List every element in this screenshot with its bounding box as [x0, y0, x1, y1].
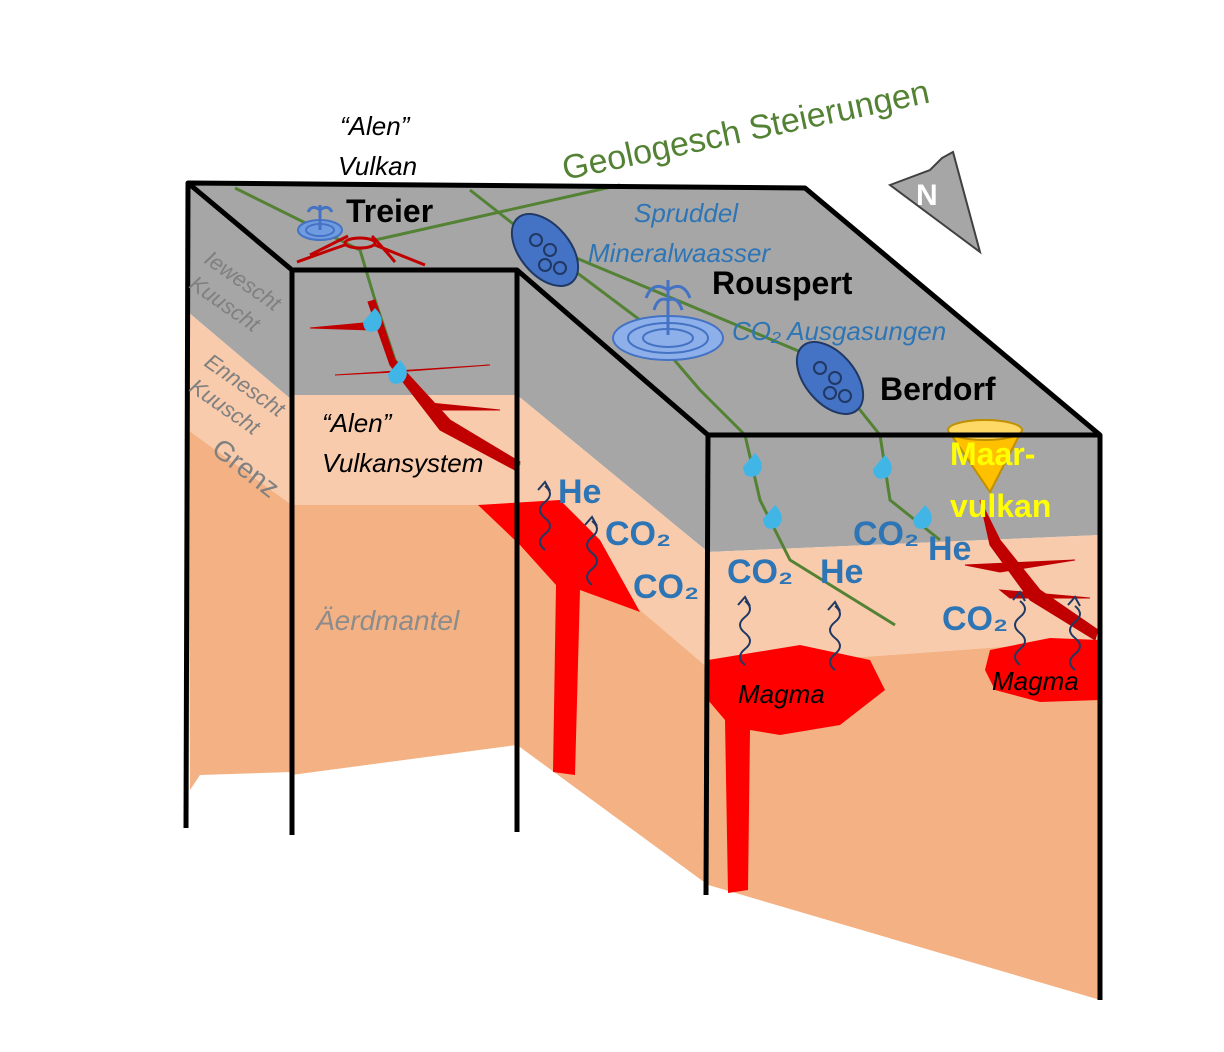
place-berdorf: Berdorf: [880, 371, 996, 407]
diagram-title: Geologesch Steierungen: [559, 73, 933, 188]
co2-ausgasungen: CO₂ Ausgasungen: [732, 316, 946, 346]
spring-icon-treier: [297, 205, 343, 241]
he-label: He: [558, 473, 601, 511]
place-treier: Treier: [346, 193, 433, 229]
co2-label: CO₂: [853, 515, 919, 553]
co2-label: CO₂: [633, 568, 699, 606]
north-arrow-icon: N: [887, 150, 982, 255]
maar-line1: Maar-: [950, 436, 1035, 472]
co2-label: CO₂: [942, 600, 1008, 638]
magma-label: Magma: [992, 666, 1079, 696]
alen-system-line1: “Alen”: [322, 408, 393, 438]
water-droplet-icons: [363, 308, 932, 529]
alen-system-line2: Vulkansystem: [322, 448, 483, 478]
gas-arrows: [537, 480, 1081, 671]
gas-labels: He CO₂ CO₂ CO₂ He CO₂ He CO₂: [558, 473, 1008, 638]
co2-label: CO₂: [605, 515, 671, 553]
place-rouspert: Rouspert: [712, 265, 853, 301]
alen-volcano-icon: [296, 234, 426, 267]
magma-label: Magma: [738, 679, 825, 709]
spring-icon-rouspert: [612, 280, 724, 361]
he-label: He: [820, 553, 863, 591]
co2-label: CO₂: [727, 553, 793, 591]
north-label: N: [916, 179, 938, 212]
he-label: He: [928, 530, 971, 568]
alen-vulkan-line1: “Alen”: [340, 111, 411, 141]
magma-bodies: [478, 500, 1100, 893]
spruddel-line2: Mineralwaasser: [588, 238, 771, 268]
left-side-face: [188, 183, 292, 790]
layer-mantle: Äerdmantel: [314, 605, 460, 636]
spruddel-line1: Spruddel: [634, 198, 739, 228]
block-edges: [183, 180, 1103, 1000]
alen-vulkan-line2: Vulkan: [338, 151, 417, 181]
front-faces: [292, 270, 1100, 1000]
maar-line2: vulkan: [950, 488, 1051, 524]
gas-vent-icon: [510, 213, 580, 287]
gas-vent-icon: [795, 341, 865, 415]
